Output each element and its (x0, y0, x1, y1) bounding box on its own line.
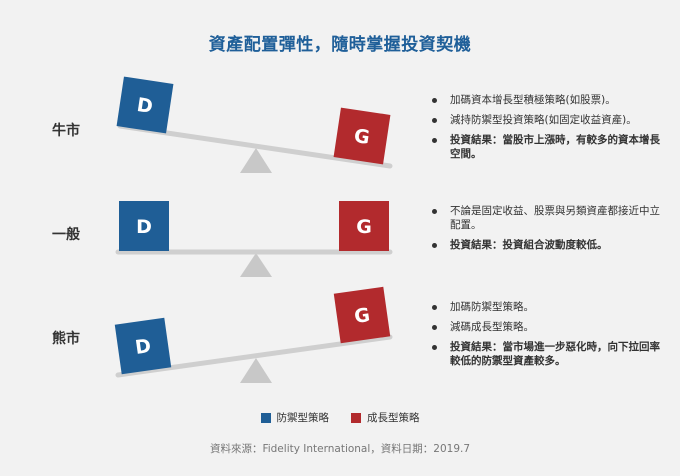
growth-block: G (339, 201, 389, 251)
legend-item-defensive: 防禦型策略 (260, 410, 330, 425)
legend-label: 成長型策略 (367, 412, 420, 424)
growth-block: G (333, 107, 391, 165)
seesaw-beam (115, 334, 393, 378)
legend-label: 防禦型策略 (276, 412, 330, 424)
bullet-item-result: 投資結果：投資組合波動度較低。 (430, 238, 660, 252)
legend-swatch-blue (260, 412, 271, 423)
legend-swatch-red (351, 412, 361, 423)
block-letter-d: D (134, 335, 153, 359)
bullet-item: 不論是固定收益、股票與另類資產都接近中立配置。 (430, 204, 660, 232)
fulcrum (240, 358, 272, 383)
legend-item-growth: 成長型策略 (351, 410, 420, 425)
block-letter-g: G (353, 125, 372, 149)
block-letter-d: D (136, 216, 152, 238)
bullet-item-result: 投資結果：當股市上漲時，有較多的資本增長空間。 (430, 133, 660, 161)
defensive-block: D (116, 76, 174, 134)
defensive-block: D (119, 201, 169, 251)
row-label-neutral: 一般 (52, 227, 80, 243)
bullet-item: 減碼成長型策略。 (430, 320, 660, 334)
row-label-bull: 牛市 (52, 123, 80, 139)
bullet-item: 加碼防禦型策略。 (430, 300, 660, 314)
bullets-bear: 加碼防禦型策略。 減碼成長型策略。 投資結果：當市場進一步惡化時，向下拉回率較低… (430, 300, 660, 374)
bullets-neutral: 不論是固定收益、股票與另類資產都接近中立配置。 投資結果：投資組合波動度較低。 (430, 204, 660, 258)
block-letter-g: G (353, 304, 372, 328)
seesaw-bull: D G (116, 76, 393, 173)
fulcrum (240, 148, 272, 173)
growth-block: G (333, 286, 391, 344)
seesaw-bear: D G (114, 286, 393, 383)
seesaw-neutral: D G (115, 201, 393, 277)
bullets-bull: 加碼資本增長型積極策略(如股票)。 減持防禦型投資策略(如固定收益資產)。 投資… (430, 93, 660, 167)
bullet-item-result: 投資結果：當市場進一步惡化時，向下拉回率較低的防禦型資產較多。 (430, 340, 660, 368)
source-note: 資料來源：Fidelity International，資料日期：2019.7 (209, 443, 471, 455)
defensive-block: D (114, 317, 172, 375)
legend: 防禦型策略 成長型策略 (0, 410, 680, 425)
row-label-bear: 熊市 (52, 331, 80, 347)
bullet-item: 加碼資本增長型積極策略(如股票)。 (430, 93, 660, 107)
block-letter-d: D (135, 94, 154, 118)
bullet-item: 減持防禦型投資策略(如固定收益資產)。 (430, 113, 660, 127)
block-letter-g: G (356, 216, 372, 238)
page-title: 資產配置彈性，隨時掌握投資契機 (208, 35, 472, 55)
fulcrum (240, 253, 272, 277)
